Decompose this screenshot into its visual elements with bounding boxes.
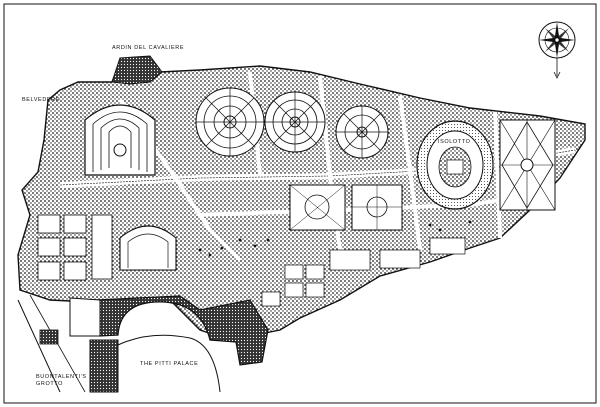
southwest-blocks [37,214,113,281]
label-pitti-palace: THE PITTI PALACE [138,361,201,368]
middle-parterres [289,184,403,231]
label-isolotto: ISOLOTTO [438,139,471,145]
grotto [39,329,59,345]
label-belvedere: BELVEDERE [22,97,61,103]
southeast-plots [261,237,466,307]
east-star-parterre [499,119,556,211]
pitti-palace [95,295,269,366]
east-alley [398,95,422,251]
radial-parterre-east [335,105,389,159]
amphitheatre [84,104,156,176]
radial-parterre-center [264,91,326,153]
label-grotto: BUONTALENTI'S GROTTO [36,374,87,387]
map-border [3,3,597,404]
tree-marks [198,220,472,257]
palace-south-wing [89,339,119,393]
radial-parterre-west [195,87,265,157]
lower-amphitheatre [119,225,177,271]
isolotto-oval [416,120,494,210]
compass-rose-icon [538,21,576,79]
label-giardino-cavaliere: ARDIN DEL CAVALIERE [112,45,185,51]
belvedere-bastion [111,55,163,85]
